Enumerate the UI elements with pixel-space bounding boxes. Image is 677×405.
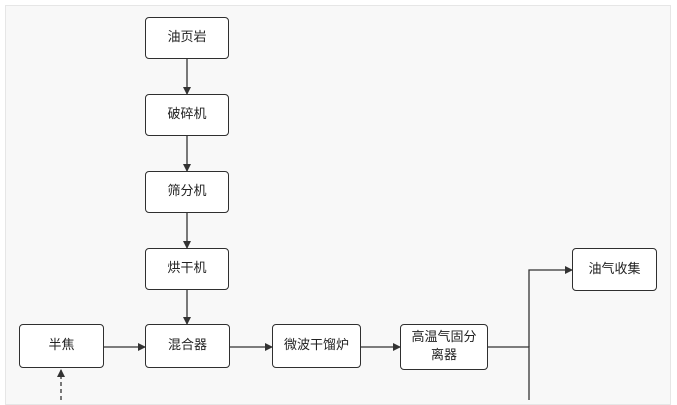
node-crusher: 破碎机 (145, 94, 229, 136)
edge-separator-to-branch (488, 346, 530, 400)
node-separator: 高温气固分离器 (400, 324, 488, 370)
node-dryer: 烘干机 (145, 248, 229, 290)
node-mixer: 混合器 (145, 324, 230, 368)
node-sieve: 筛分机 (145, 171, 229, 213)
node-oil-gas-collection: 油气收集 (572, 248, 657, 291)
node-microwave-retort: 微波干馏炉 (272, 324, 361, 368)
node-oil-shale: 油页岩 (145, 17, 229, 59)
edge-branch-to-oil-gas-collection (528, 266, 573, 347)
node-semi-coke: 半焦 (19, 324, 104, 368)
